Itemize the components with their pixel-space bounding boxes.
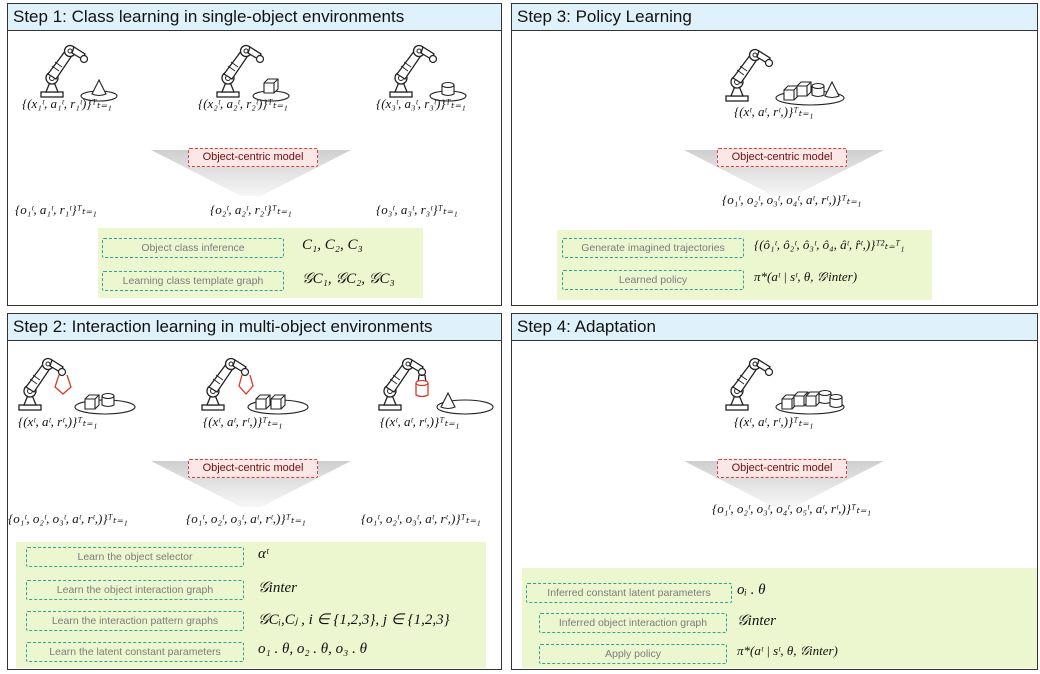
result-row-value: αᵗ [258, 546, 269, 562]
result-row-label: Learn the interaction pattern graphs [26, 611, 244, 631]
scene-label: {(xᵗ, aᵗ, rᵗ,)}ᵀₜ₌₁ [18, 414, 98, 429]
robot-arm-icon [40, 44, 118, 102]
object-centric-model-box: Object-centric model [717, 459, 847, 478]
scene-label: {(x₃ᵗ, a₃ᵗ, r₃ᵗ)}ᵀₜ₌₁ [376, 96, 466, 111]
object-centric-model-box: Object-centric model [188, 148, 318, 167]
output-label: {o₁ᵗ, o₂ᵗ, o₃ᵗ, aᵗ, rᵗ,)}ᵀₜ₌₁ [361, 511, 481, 526]
result-row-value: C₁, C₂, C₃ [302, 237, 363, 253]
result-area [557, 230, 932, 300]
robot-arm-icon [201, 357, 309, 415]
output-label: {o₂ᵗ, a₂ᵗ, r₂ᵗ}ᵀₜ₌₁ [210, 202, 292, 217]
result-row-label: Inferred object interaction graph [539, 613, 727, 633]
scene-label: {(x₂ᵗ, a₂ᵗ, r₂ᵗ)}ᵀₜ₌₁ [198, 96, 288, 111]
result-row-label: Learn the object interaction graph [26, 580, 244, 600]
step-2-panel: Step 2: Interaction learning in multi-ob… [7, 313, 502, 670]
step-2-title: Step 2: Interaction learning in multi-ob… [8, 314, 501, 341]
robot-arm-icon [216, 44, 290, 102]
scene-label: {(xᵗ, aᵗ, rᵗ,)}ᵀₜ₌₁ [380, 414, 460, 429]
output-label: {o₁ᵗ, o₂ᵗ, o₃ᵗ, aᵗ, rᵗ,)}ᵀₜ₌₁ [8, 511, 128, 526]
robot-arm-icon [18, 357, 136, 415]
object-centric-model-box: Object-centric model [717, 148, 847, 167]
robot-arm-icon [378, 357, 494, 415]
scene-label: {(xᵗ, aᵗ, rᵗ,)}ᵀₜ₌₁ [734, 414, 814, 429]
result-row-value: 𝒢C₁, 𝒢C₂, 𝒢C₃ [302, 271, 395, 287]
output-label: {o₁ᵗ, o₂ᵗ, o₃ᵗ, o₄ᵗ, aᵗ, rᵗ,)}ᵀₜ₌₁ [722, 192, 862, 207]
result-row-value: π*(aᵗ | sᵗ, θ, 𝒢inter) [737, 643, 838, 658]
step-3-title: Step 3: Policy Learning [512, 4, 1037, 31]
result-row-value: oᵢ . θ [737, 582, 766, 598]
robot-arm-icon [725, 48, 845, 106]
step-4-panel: Step 4: Adaptation {(xᵗ, aᵗ, rᵗ,)}ᵀₜ₌₁ O… [511, 313, 1038, 670]
result-area [98, 228, 423, 298]
result-row-label: Learning class template graph [102, 271, 284, 291]
step-3-panel: Step 3: Policy Learning {(xᵗ, aᵗ, rᵗ,)}ᵀ… [511, 3, 1038, 306]
step-1-panel: Step 1: Class learning in single-object … [7, 3, 502, 306]
output-label: {o₁ᵗ, o₂ᵗ, o₃ᵗ, aᵗ, rᵗ,)}ᵀₜ₌₁ [186, 511, 306, 526]
result-area [16, 542, 486, 668]
result-row-label: Inferred constant latent parameters [526, 583, 732, 603]
result-row-value: 𝒢Cᵢ,Cⱼ , i ∈ {1,2,3}, j ∈ {1,2,3} [258, 612, 450, 628]
scene-label: {(x₁ᵗ, a₁ᵗ, r₁ᵗ)}ᵀₜ₌₁ [22, 96, 112, 111]
result-row-label: Apply policy [539, 644, 727, 664]
result-row-value: o₁ . θ, o₂ . θ, o₃ . θ [258, 641, 367, 657]
object-centric-model-box: Object-centric model [188, 459, 318, 478]
result-row-label: Learn the latent constant parameters [26, 642, 244, 662]
scene-label: {(xᵗ, aᵗ, rᵗ,)}ᵀₜ₌₁ [203, 414, 283, 429]
result-row-value: {(ô₁ᵗ, ô₂ᵗ, ô₃ᵗ, ô₄, âᵗ, r̂ᵗ,)}ᵀ²ₜ₌ᵀ₁ [754, 237, 905, 252]
result-row-value: 𝒢inter [737, 613, 777, 629]
step-4-title: Step 4: Adaptation [512, 314, 1037, 341]
scene-label: {(xᵗ, aᵗ, rᵗ,)}ᵀₜ₌₁ [734, 104, 814, 119]
output-label: {o₁ᵗ, a₁ᵗ, r₁ᵗ}ᵀₜ₌₁ [15, 202, 97, 217]
output-label: {o₃ᵗ, a₃ᵗ, r₃ᵗ}ᵀₜ₌₁ [376, 202, 458, 217]
robot-arm-icon [725, 357, 845, 415]
result-row-label: Object class inference [102, 238, 284, 258]
robot-arm-icon [389, 44, 467, 102]
result-row-value: 𝒢inter [258, 580, 298, 596]
result-area [522, 568, 1037, 668]
step-1-title: Step 1: Class learning in single-object … [8, 4, 501, 31]
result-row-label: Learn the object selector [26, 547, 244, 567]
result-row-value: π*(aᵗ | sᵗ, θ, 𝒢ᵗinter) [754, 269, 858, 284]
result-row-label: Learned policy [562, 270, 744, 290]
result-row-label: Generate imagined trajectories [562, 238, 744, 258]
output-label: {o₁ᵗ, o₂ᵗ, o₃ᵗ, o₄ᵗ, o₅ᵗ, aᵗ, rᵗ,)}ᵀₜ₌₁ [712, 501, 872, 516]
